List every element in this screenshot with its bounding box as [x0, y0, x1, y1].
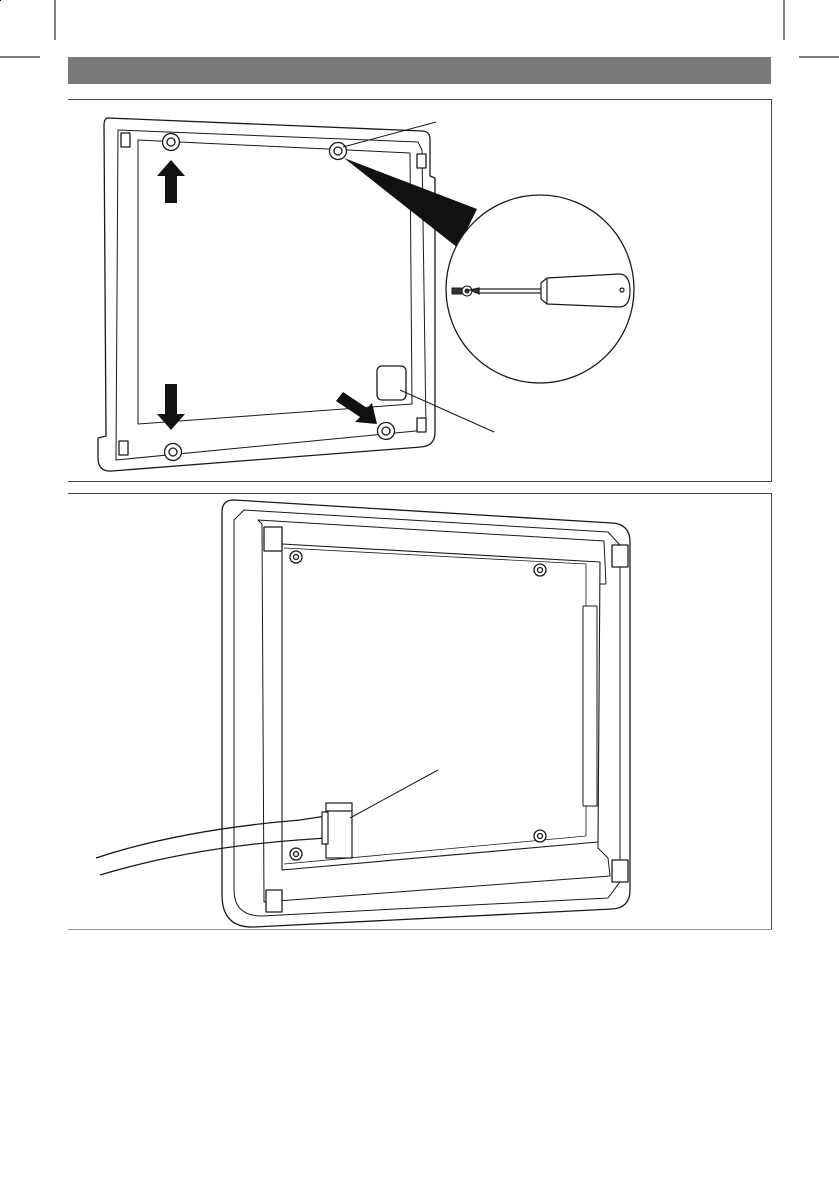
magnifier-detail — [446, 195, 634, 383]
cable-connector — [322, 803, 352, 858]
screw-icon — [452, 286, 472, 296]
device-housing — [222, 500, 630, 927]
mounting-plate — [98, 118, 435, 471]
crop-marks — [0, 0, 839, 57]
